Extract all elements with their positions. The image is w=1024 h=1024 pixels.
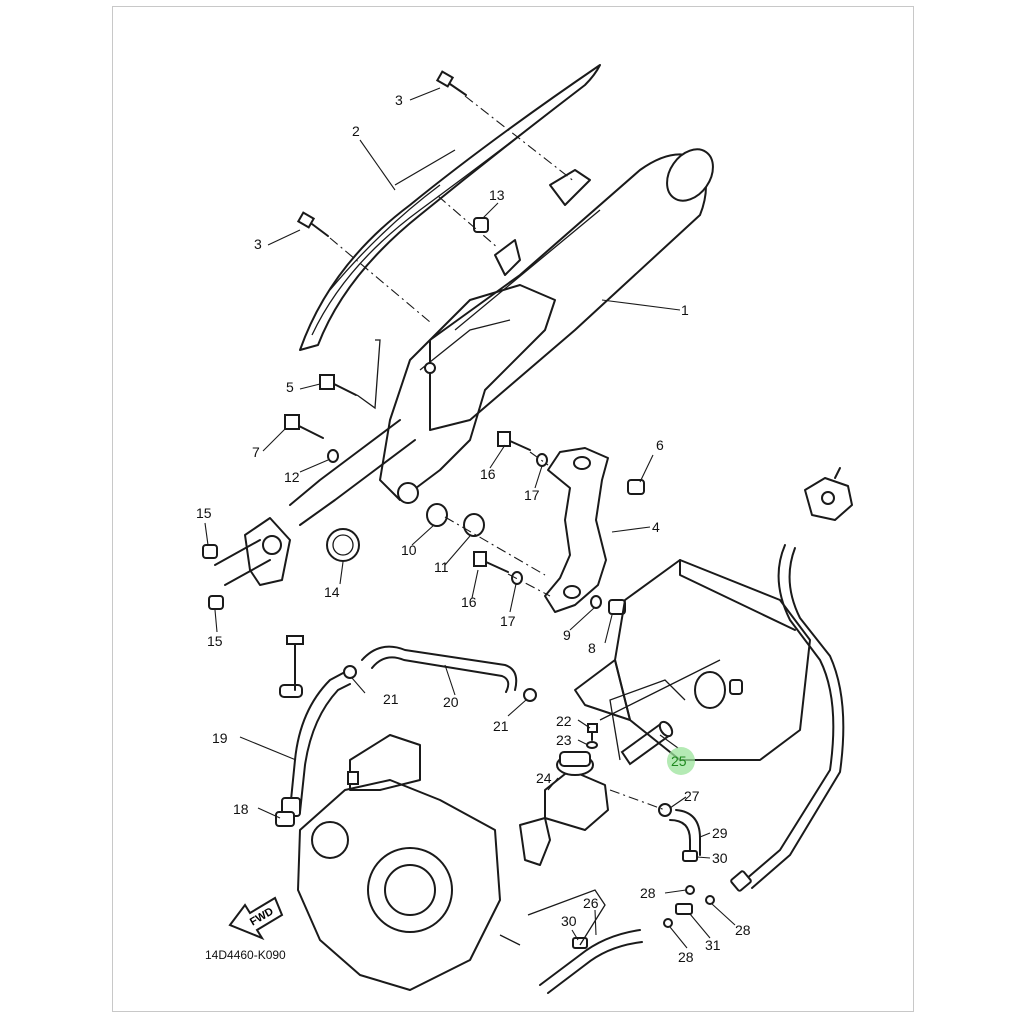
air-filter-case <box>574 559 811 761</box>
callout-labels: 1 2 3 3 4 5 6 7 8 9 10 11 12 13 14 15 15… <box>196 92 751 965</box>
callout-22[interactable]: 22 <box>556 713 572 729</box>
callout-2[interactable]: 2 <box>352 123 360 139</box>
callout-15-upper[interactable]: 15 <box>196 505 212 521</box>
breather-hose <box>730 544 845 892</box>
callout-25[interactable]: 25 <box>671 753 687 769</box>
clamp-part-28-b[interactable] <box>705 895 715 905</box>
collar-part-11[interactable] <box>463 513 485 537</box>
muffler-part-1[interactable] <box>289 141 722 526</box>
callout-13[interactable]: 13 <box>489 187 505 203</box>
callout-19[interactable]: 19 <box>212 730 228 746</box>
air-induction-valve-part-24[interactable] <box>519 751 609 866</box>
collar-part-13[interactable] <box>473 217 489 233</box>
callout-4[interactable]: 4 <box>652 519 660 535</box>
bolt-part-5[interactable] <box>319 374 357 396</box>
joint-part-31[interactable] <box>675 903 693 915</box>
nut-part-8[interactable] <box>608 599 626 615</box>
hose-part-20[interactable] <box>361 645 518 693</box>
callout-1[interactable]: 1 <box>681 302 689 318</box>
bolt-part-3-upper[interactable] <box>435 70 467 96</box>
engine-crankcase <box>279 635 501 991</box>
washer-part-12[interactable] <box>327 449 339 463</box>
callout-30-upper[interactable]: 30 <box>712 850 728 866</box>
clamp-part-21-left[interactable] <box>343 665 357 679</box>
callout-3-lower[interactable]: 3 <box>254 236 262 252</box>
callout-21-right[interactable]: 21 <box>493 718 509 734</box>
callout-6[interactable]: 6 <box>656 437 664 453</box>
washer-part-17-lower[interactable] <box>511 571 523 585</box>
forward-direction-arrow: FWD <box>228 896 284 941</box>
hose-part-29[interactable] <box>669 809 701 856</box>
callout-21-left[interactable]: 21 <box>383 691 399 707</box>
muffler-bracket-part-4[interactable] <box>544 447 609 613</box>
clamp-part-30-lower[interactable] <box>572 937 588 949</box>
callout-24[interactable]: 24 <box>536 770 552 786</box>
clamp-part-21-right[interactable] <box>523 688 537 702</box>
leader-lines <box>204 87 736 949</box>
fuel-cock <box>804 467 853 521</box>
clamp-part-27[interactable] <box>658 803 672 817</box>
heat-protector-part-2[interactable] <box>299 64 601 351</box>
callout-11[interactable]: 11 <box>434 559 449 575</box>
callout-9[interactable]: 9 <box>563 627 571 643</box>
washer-part-23[interactable] <box>586 741 598 749</box>
callout-20[interactable]: 20 <box>443 694 459 710</box>
callout-28-bottom[interactable]: 28 <box>678 949 694 965</box>
hose-part-25[interactable] <box>620 720 675 766</box>
clamp-part-28-c[interactable] <box>663 918 673 928</box>
clamp-part-28-a[interactable] <box>685 885 695 895</box>
bolt-part-16-lower[interactable] <box>473 551 509 573</box>
callout-17-upper[interactable]: 17 <box>524 487 540 503</box>
clamp-part-30-upper[interactable] <box>682 850 698 862</box>
callout-8[interactable]: 8 <box>588 640 596 656</box>
nut-part-15-upper[interactable] <box>202 544 218 559</box>
callout-7[interactable]: 7 <box>252 444 260 460</box>
callout-26[interactable]: 26 <box>583 895 599 911</box>
nut-part-15-lower[interactable] <box>208 595 224 610</box>
reference-lines <box>329 95 721 946</box>
drawing-code: 14D4460-K090 <box>205 948 286 962</box>
bolt-part-22[interactable] <box>587 723 598 741</box>
callout-17-lower[interactable]: 17 <box>500 613 516 629</box>
callout-23[interactable]: 23 <box>556 732 572 748</box>
callout-28-left[interactable]: 28 <box>640 885 656 901</box>
bolt-part-3-lower[interactable] <box>296 211 329 237</box>
callout-15-lower[interactable]: 15 <box>207 633 223 649</box>
bolt-part-18[interactable] <box>275 811 295 827</box>
diagram-frame <box>112 6 914 1012</box>
callout-25-highlight <box>667 747 695 775</box>
callout-5[interactable]: 5 <box>286 379 294 395</box>
callout-28-right[interactable]: 28 <box>735 922 751 938</box>
callout-12[interactable]: 12 <box>284 469 300 485</box>
nut-part-6[interactable] <box>627 479 645 495</box>
callout-10[interactable]: 10 <box>401 542 417 558</box>
gasket-part-14[interactable] <box>326 528 360 562</box>
callout-3-upper[interactable]: 3 <box>395 92 403 108</box>
bolt-part-16-upper[interactable] <box>497 431 531 451</box>
callout-27[interactable]: 27 <box>684 788 700 804</box>
callout-18[interactable]: 18 <box>233 801 249 817</box>
callout-16-lower[interactable]: 16 <box>461 594 477 610</box>
damper-part-10[interactable] <box>426 503 448 527</box>
callout-31[interactable]: 31 <box>705 937 721 953</box>
hose-part-26[interactable] <box>539 929 643 994</box>
callout-14[interactable]: 14 <box>324 584 340 600</box>
washer-part-9[interactable] <box>590 595 602 609</box>
callout-16-upper[interactable]: 16 <box>480 466 496 482</box>
callout-29[interactable]: 29 <box>712 825 728 841</box>
callout-30-lower[interactable]: 30 <box>561 913 577 929</box>
exhaust-flange[interactable] <box>214 517 291 586</box>
bolt-part-7[interactable] <box>284 414 324 439</box>
